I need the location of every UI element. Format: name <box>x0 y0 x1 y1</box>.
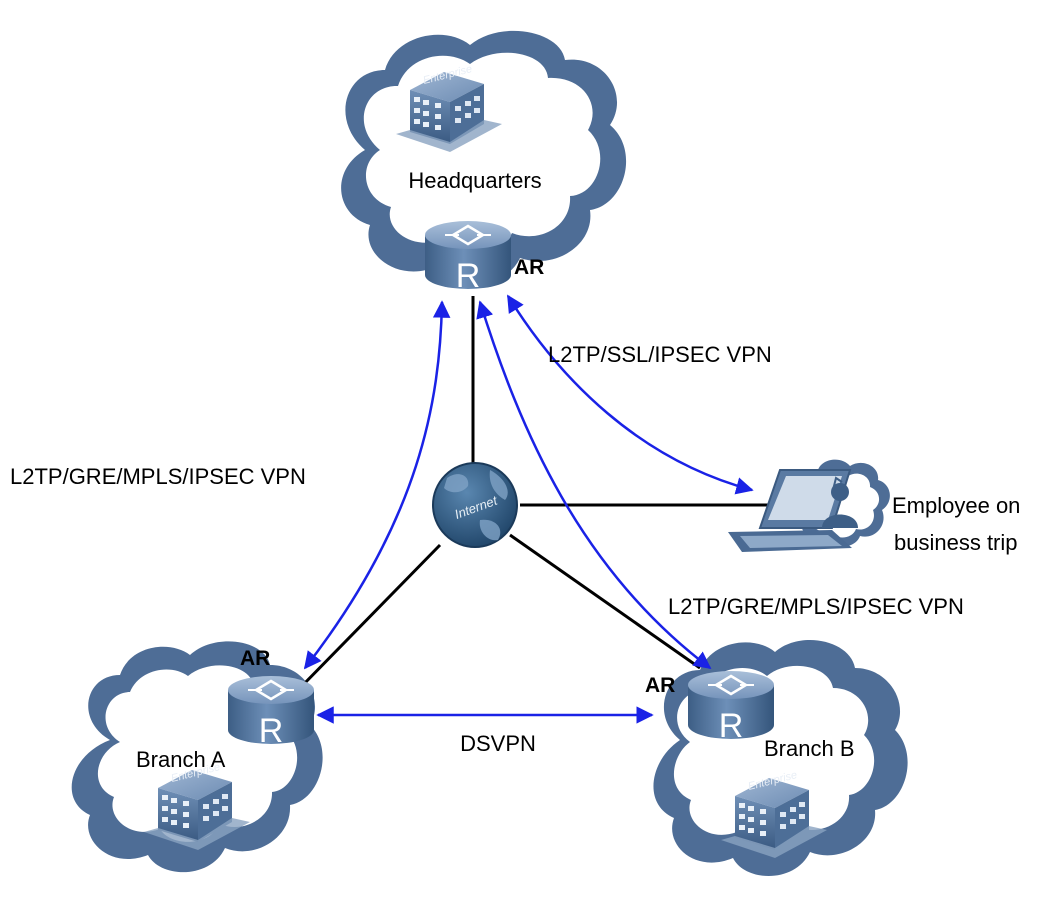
employee-label-line2: business trip <box>894 530 1018 555</box>
vpn-label-hq-branch-a: L2TP/GRE/MPLS/IPSEC VPN <box>10 464 306 489</box>
employee-label-line1: Employee on <box>892 493 1020 518</box>
branch-b-router-icon: R <box>686 669 776 745</box>
vpn-label-branch-a-branch-b: DSVPN <box>460 731 536 756</box>
router-glyph: R <box>719 707 744 745</box>
vpn-arrows <box>303 294 754 724</box>
vpn-label-hq-branch-b: L2TP/GRE/MPLS/IPSEC VPN <box>668 594 964 619</box>
vpn-arrow-hq-branch-a <box>303 300 451 670</box>
headquarters-router-label: AR <box>514 256 544 279</box>
branch-a-router-icon: R <box>226 674 316 750</box>
employee-person-icon <box>822 476 858 528</box>
laptop-icon <box>728 469 852 552</box>
router-glyph: R <box>259 712 284 750</box>
branch-b-router-label: AR <box>645 674 675 697</box>
vpn-arrow-hq-employee <box>506 294 754 495</box>
branch-a-router-label: AR <box>240 647 270 670</box>
branch-b-label: Branch B <box>764 736 855 761</box>
vpn-label-hq-employee: L2TP/SSL/IPSEC VPN <box>548 342 772 367</box>
headquarters-label: Headquarters <box>408 168 541 193</box>
vpn-arrow-hq-branch-b <box>476 300 712 670</box>
internet-globe-icon: Internet <box>432 462 518 548</box>
router-glyph: R <box>456 257 481 295</box>
branch-a-label: Branch A <box>136 747 226 772</box>
link-internet-branch-a <box>296 543 442 692</box>
headquarters-router-icon: R <box>423 219 513 295</box>
